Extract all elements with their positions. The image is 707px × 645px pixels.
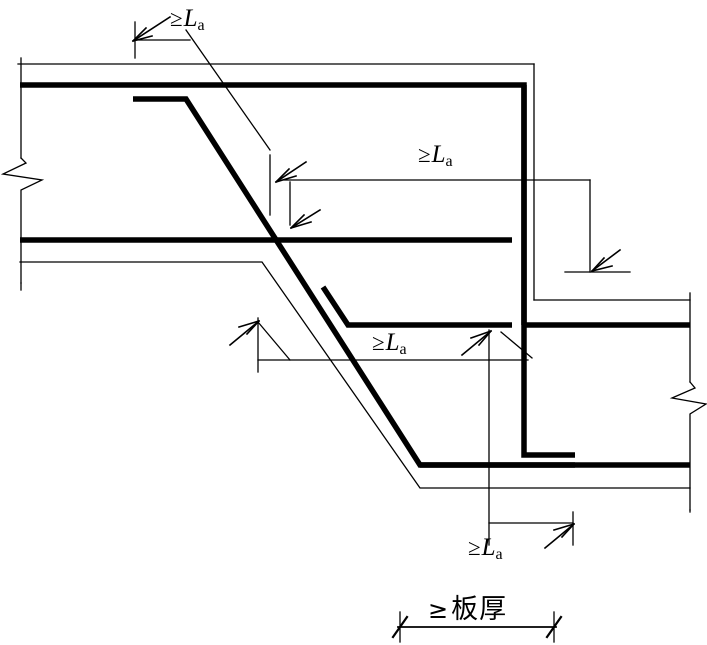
rebar-step-down-leg — [521, 85, 575, 458]
rebar-group — [20, 82, 690, 468]
label-anchorage-top-middle: ≥La — [418, 141, 453, 170]
dim-bottom-arrow-head — [553, 522, 576, 539]
left-break-symbol — [0, 157, 45, 284]
la-subscript-middle: a — [399, 341, 407, 358]
ge-symbol-top-left: ≥ — [170, 6, 183, 31]
dim-topmid-left-arrow-head — [274, 167, 297, 184]
right-break-symbol — [669, 381, 707, 511]
dim-mid-right-arrow — [460, 329, 493, 357]
dim-topmid-left-arrow — [274, 160, 308, 184]
slab-thickness-text: 板厚 — [451, 594, 508, 625]
la-symbol-top-middle: L — [431, 141, 446, 168]
dim-mid-right-arrow-head — [469, 329, 493, 347]
dim-mid-right-leader — [500, 331, 533, 359]
la-symbol-top-left: L — [183, 5, 198, 32]
dim-mid-left-leader — [257, 321, 291, 361]
ge-symbol-slab-thickness: ≥ — [428, 596, 450, 624]
dimension-group — [131, 15, 631, 643]
dim-mid-left-arrow — [228, 319, 261, 347]
rebar-cranked-lower — [320, 285, 512, 328]
label-anchorage-bottom: ≥La — [468, 534, 503, 563]
la-subscript-bottom: a — [495, 546, 503, 563]
leader-topleft-to-crank — [185, 29, 271, 151]
dim-bottom-arrow — [543, 522, 576, 550]
dim-topleft-arrow — [131, 15, 172, 43]
label-anchorage-top-left: ≥La — [170, 5, 205, 34]
ge-symbol-middle: ≥ — [372, 330, 385, 355]
slab-outline-group — [0, 57, 707, 513]
ge-symbol-top-middle: ≥ — [418, 142, 431, 167]
la-subscript-top-left: a — [197, 17, 205, 34]
ge-symbol-bottom: ≥ — [468, 535, 481, 560]
dim-topmid-inner-arrow — [289, 208, 322, 230]
dim-topmid-right-arrow — [590, 248, 622, 273]
la-symbol-middle: L — [385, 329, 400, 356]
la-subscript-top-middle: a — [445, 153, 453, 170]
dim-mid-left-arrow-head — [238, 319, 261, 336]
la-symbol-bottom: L — [481, 534, 496, 561]
dim-topmid-inner-arrow-head — [289, 213, 312, 230]
dim-topmid-right-arrow-head — [590, 256, 613, 273]
rebar-top-main — [20, 82, 527, 325]
label-slab-thickness: ≥板厚 — [428, 596, 507, 623]
dim-topleft-arrow-head — [131, 26, 153, 43]
upper-slab-bottom-edge — [19, 261, 691, 489]
rebar-cranked-upper — [133, 96, 575, 468]
label-anchorage-middle: ≥La — [372, 329, 407, 358]
